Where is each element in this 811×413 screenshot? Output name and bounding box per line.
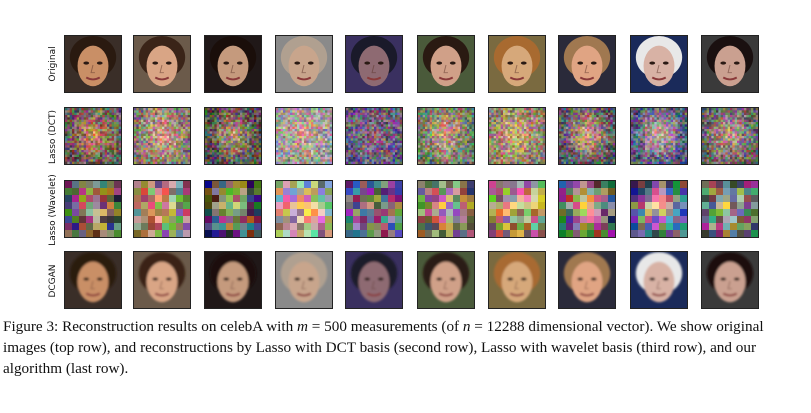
tile-lasso-wavelet-8: [558, 180, 616, 238]
image-original-4: [276, 36, 332, 92]
figure-grid: Original Lasso (DCT) Lasso (Wavelet) DCG…: [48, 35, 759, 309]
tile-dcgan-9: [630, 251, 688, 309]
image-lasso-wavelet-5: [346, 181, 402, 237]
image-lasso-wavelet-7: [489, 181, 545, 237]
image-dcgan-10: [702, 252, 758, 308]
image-lasso-wavelet-4: [276, 181, 332, 237]
image-lasso-dct-10: [702, 108, 758, 164]
image-dcgan-4: [276, 252, 332, 308]
image-lasso-dct-4: [276, 108, 332, 164]
tile-lasso-dct-2: [133, 107, 191, 165]
tile-lasso-wavelet-1: [64, 180, 122, 238]
tile-lasso-wavelet-4: [275, 180, 333, 238]
image-original-8: [559, 36, 615, 92]
image-lasso-dct-5: [346, 108, 402, 164]
tile-original-2: [133, 35, 191, 93]
row-label-lasso-dct: Lasso (DCT): [48, 109, 58, 165]
image-dcgan-8: [559, 252, 615, 308]
tile-original-8: [558, 35, 616, 93]
tile-original-9: [630, 35, 688, 93]
image-original-9: [631, 36, 687, 92]
tile-lasso-wavelet-10: [701, 180, 759, 238]
tile-dcgan-4: [275, 251, 333, 309]
tile-lasso-wavelet-9: [630, 180, 688, 238]
image-dcgan-2: [134, 252, 190, 308]
tile-original-7: [488, 35, 546, 93]
row-label-original: Original: [48, 46, 58, 82]
caption-m-var: m: [297, 318, 308, 335]
caption-text-1: Reconstruction results on celebA with: [62, 318, 294, 335]
tile-lasso-dct-5: [345, 107, 403, 165]
image-lasso-dct-1: [65, 108, 121, 164]
tile-original-4: [275, 35, 333, 93]
image-dcgan-5: [346, 252, 402, 308]
tile-lasso-wavelet-5: [345, 180, 403, 238]
tile-dcgan-8: [558, 251, 616, 309]
row-label-lasso-wavelet: Lasso (Wavelet): [48, 174, 58, 246]
tile-original-3: [204, 35, 262, 93]
caption-n-var: n: [462, 318, 471, 335]
caption-eq-1: = 500 measurements (of: [307, 318, 463, 335]
row-label-dcgan: DCGAN: [48, 264, 58, 298]
tile-dcgan-3: [204, 251, 262, 309]
tile-lasso-dct-6: [417, 107, 475, 165]
tile-dcgan-6: [417, 251, 475, 309]
image-dcgan-6: [418, 252, 474, 308]
tile-original-1: [64, 35, 122, 93]
image-lasso-dct-3: [205, 108, 261, 164]
tile-lasso-wavelet-2: [133, 180, 191, 238]
image-lasso-dct-2: [134, 108, 190, 164]
tile-lasso-wavelet-3: [204, 180, 262, 238]
image-original-1: [65, 36, 121, 92]
image-original-5: [346, 36, 402, 92]
image-lasso-wavelet-6: [418, 181, 474, 237]
figure-caption: Figure 3: Reconstruction results on cele…: [3, 316, 809, 379]
image-lasso-wavelet-10: [702, 181, 758, 237]
image-original-2: [134, 36, 190, 92]
image-lasso-wavelet-3: [205, 181, 261, 237]
tile-lasso-dct-3: [204, 107, 262, 165]
image-original-3: [205, 36, 261, 92]
caption-label: Figure 3:: [3, 318, 59, 335]
image-original-7: [489, 36, 545, 92]
image-lasso-wavelet-8: [559, 181, 615, 237]
image-dcgan-3: [205, 252, 261, 308]
tile-lasso-wavelet-7: [488, 180, 546, 238]
tile-original-6: [417, 35, 475, 93]
tile-lasso-wavelet-6: [417, 180, 475, 238]
tile-lasso-dct-9: [630, 107, 688, 165]
tile-original-5: [345, 35, 403, 93]
tile-dcgan-7: [488, 251, 546, 309]
tile-lasso-dct-10: [701, 107, 759, 165]
tile-lasso-dct-4: [275, 107, 333, 165]
image-lasso-wavelet-9: [631, 181, 687, 237]
caption-eq-2: = 12288 dimensional vector). We show ori…: [3, 318, 764, 377]
tile-dcgan-5: [345, 251, 403, 309]
image-lasso-dct-7: [489, 108, 545, 164]
tile-dcgan-2: [133, 251, 191, 309]
tile-original-10: [701, 35, 759, 93]
image-lasso-dct-8: [559, 108, 615, 164]
image-original-10: [702, 36, 758, 92]
tile-lasso-dct-8: [558, 107, 616, 165]
tile-dcgan-1: [64, 251, 122, 309]
tile-lasso-dct-7: [488, 107, 546, 165]
image-dcgan-7: [489, 252, 545, 308]
tile-dcgan-10: [701, 251, 759, 309]
tile-lasso-dct-1: [64, 107, 122, 165]
image-lasso-dct-9: [631, 108, 687, 164]
image-dcgan-1: [65, 252, 121, 308]
image-lasso-wavelet-1: [65, 181, 121, 237]
image-dcgan-9: [631, 252, 687, 308]
image-lasso-dct-6: [418, 108, 474, 164]
image-lasso-wavelet-2: [134, 181, 190, 237]
image-original-6: [418, 36, 474, 92]
